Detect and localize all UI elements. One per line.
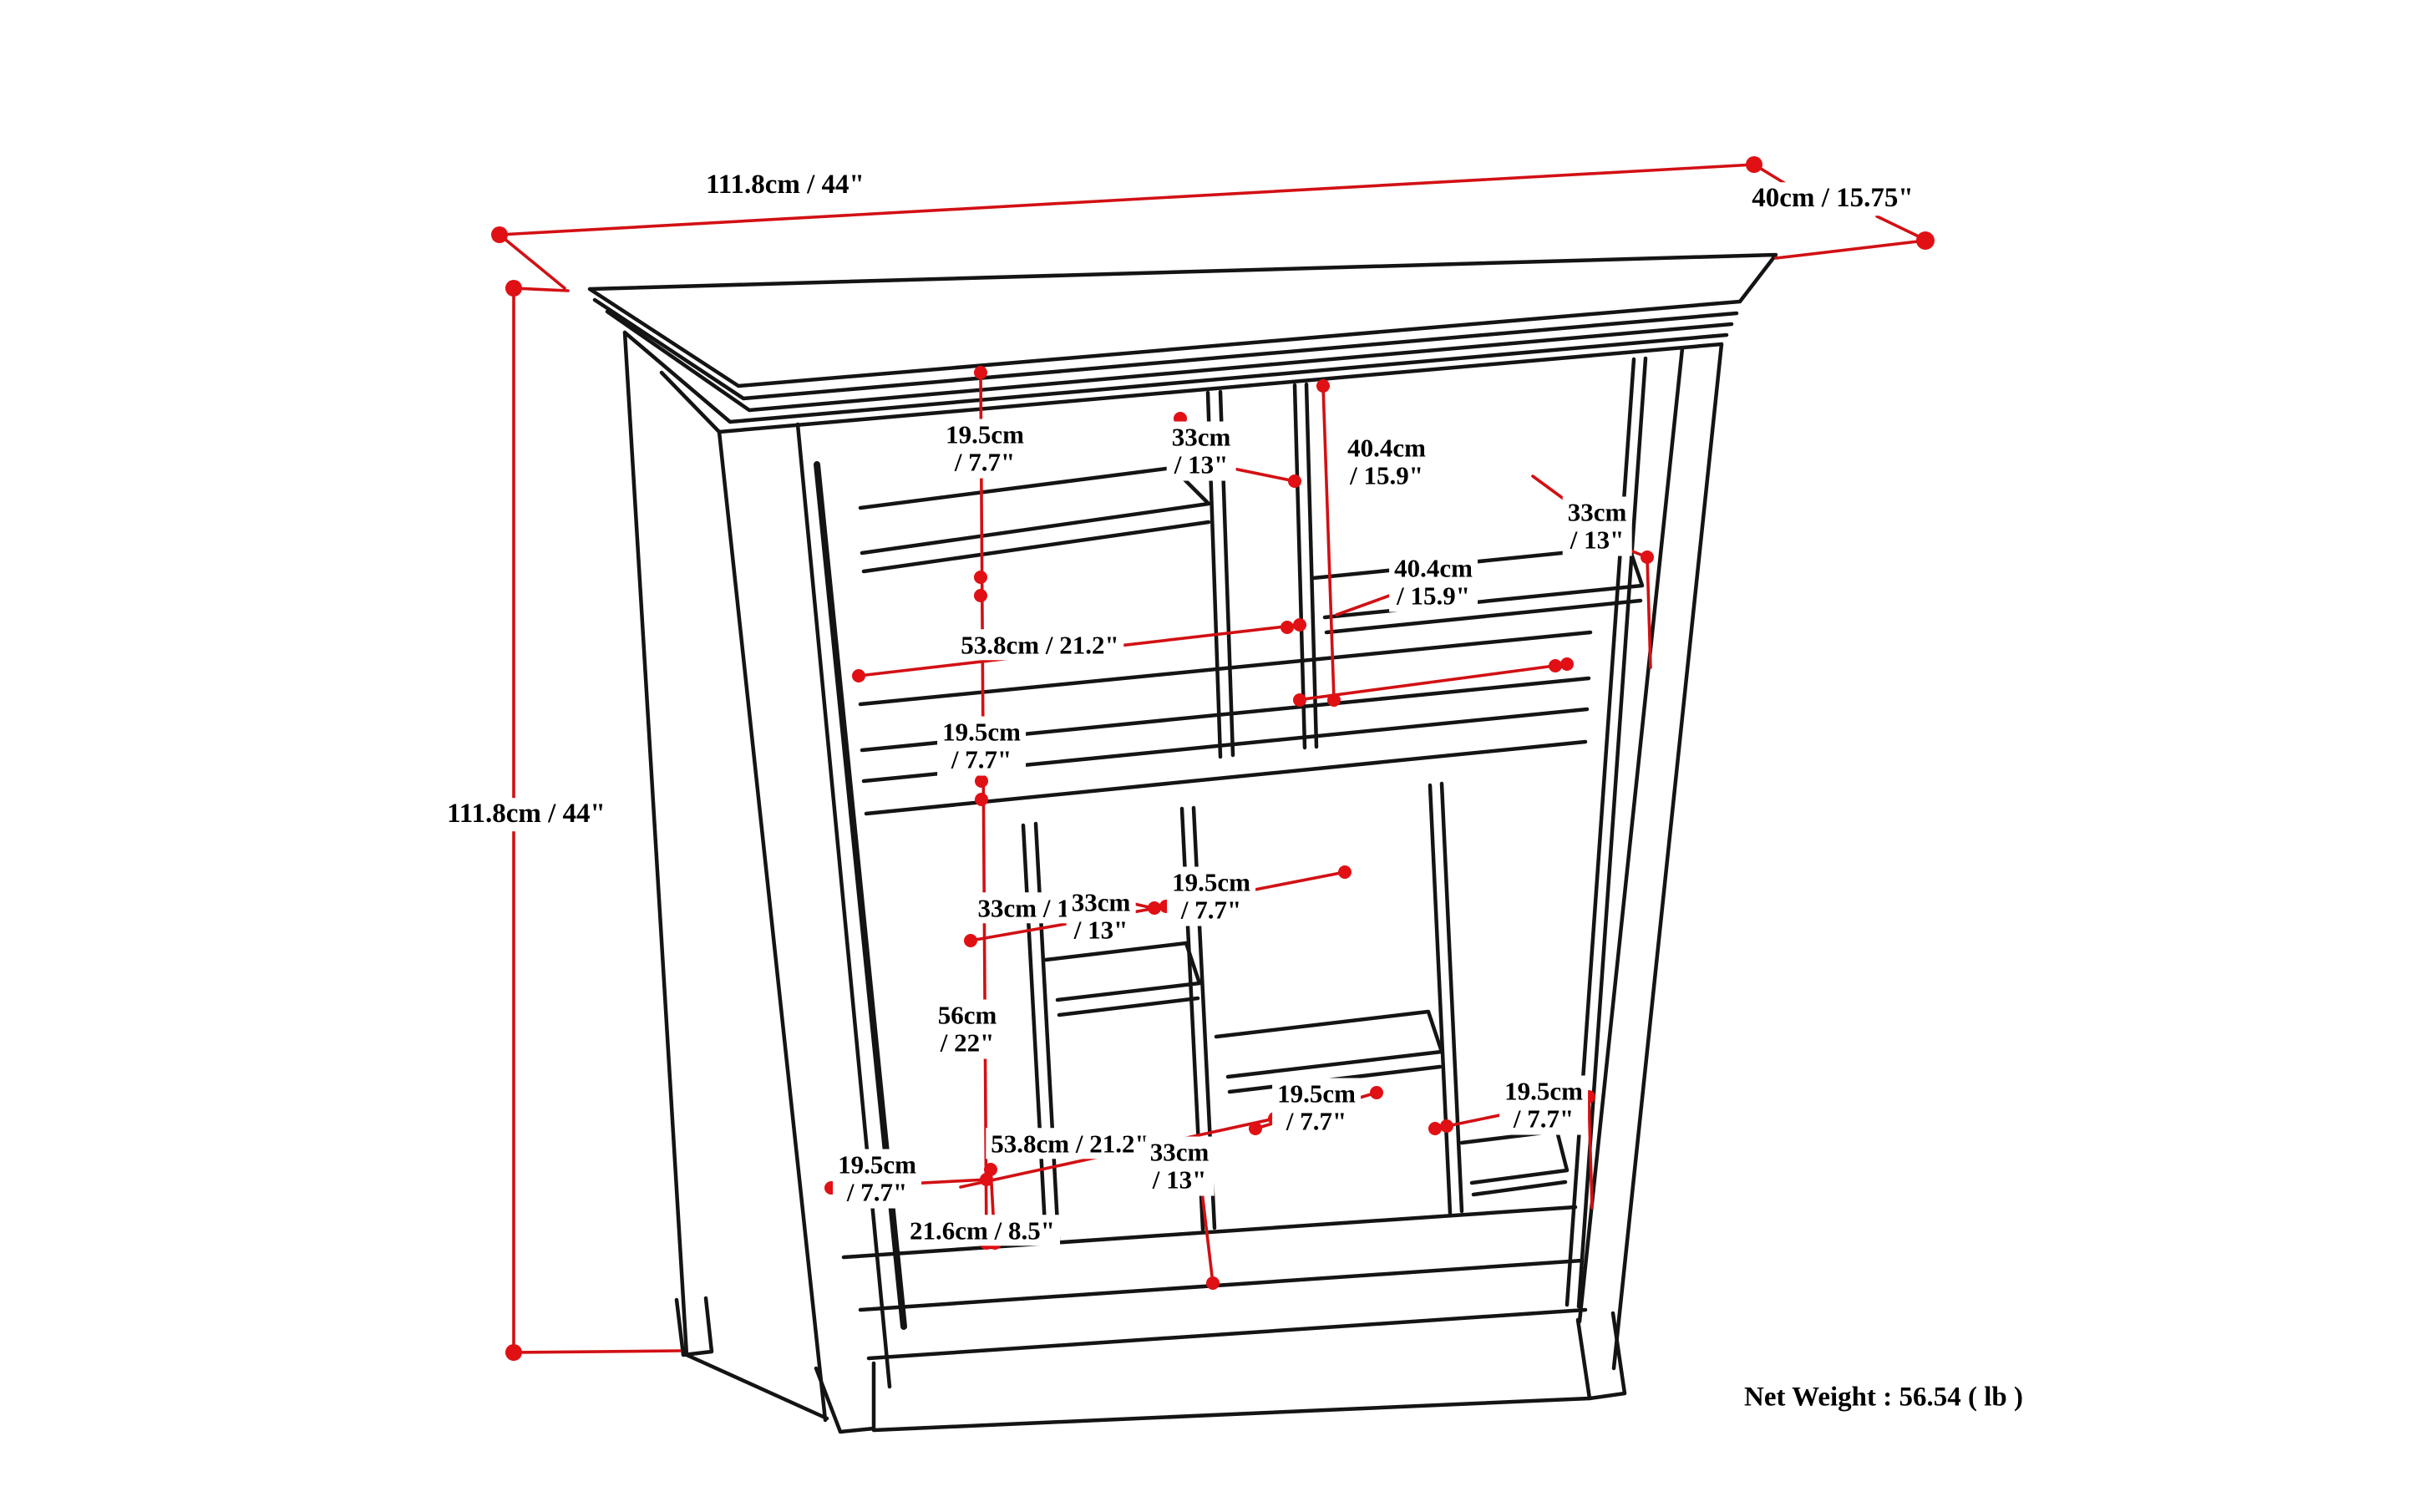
cabinet-drawing: [587, 252, 1778, 1434]
dimension-label-mid-cubby-h: 19.5cm / 7.7": [937, 716, 1026, 776]
left-foot: [814, 1361, 876, 1434]
top-panel: [587, 252, 1778, 401]
upper-right-vertical: [1321, 384, 1336, 702]
upper-divider-2: [1292, 382, 1319, 750]
bottom-right-mini-shelf: [1459, 1129, 1570, 1197]
right-foot: [1575, 1311, 1627, 1401]
dimension-label-upper-cubby-h: 19.5cm / 7.7": [941, 419, 1029, 479]
lower-divider-3: [1428, 781, 1464, 1215]
dimension-label-right-shelf-w: 33cm / 13": [1562, 496, 1632, 556]
upper-shelf: [858, 465, 1211, 574]
dimension-label-bottom-shelf-w: 33cm / 13": [1144, 1136, 1215, 1196]
depth-dimension-line: [1774, 215, 1927, 260]
crown-molding: [605, 309, 1734, 434]
width-dimension-line: [498, 163, 1786, 290]
left-vertical-dimension: [979, 371, 988, 1246]
lower-shelf-1: [1043, 941, 1202, 1017]
left-side-panel: [622, 330, 829, 1421]
dimension-label-right-cubby-h: 40.4cm / 15.9": [1389, 552, 1478, 612]
dimension-label-lowerright-h1: 19.5cm / 7.7": [1272, 1078, 1361, 1138]
dimension-label-left-height: 111.8cm / 44": [442, 798, 611, 831]
dimension-label-upper-wide-w: 53.8cm / 21.2": [956, 629, 1124, 661]
dimension-label-lower-shelf-w2: 33cm / 13": [1066, 886, 1136, 946]
dimension-label-bottom-right-h: 19.5cm / 7.7": [1499, 1075, 1588, 1135]
right-stile: [1577, 342, 1724, 1371]
dimension-label-tall-cubby-h: 56cm / 22": [932, 999, 1002, 1059]
dimension-label-lower-mid-h: 19.5cm / 7.7": [1167, 866, 1255, 926]
net-weight-label: Net Weight : 56.54 ( lb ): [1744, 1382, 2023, 1413]
lower-divider-1: [1021, 821, 1061, 1244]
bottom-rails: [841, 1205, 1592, 1433]
dimension-label-top-depth: 40cm / 15.75": [1747, 182, 1919, 216]
left-stile: [717, 422, 892, 1423]
middle-shelf-band: [858, 630, 1593, 816]
upper-right-shelf: [1311, 544, 1645, 635]
bottom-shelf-leader: [1199, 1183, 1215, 1285]
dimension-label-bottom-wide-w: 53.8cm / 21.2": [986, 1128, 1154, 1159]
dimension-label-upper-right-h: 40.4cm / 15.9": [1342, 432, 1431, 492]
dimension-label-top-width: 111.8cm / 44": [701, 169, 870, 202]
dimension-label-upper-shelf-w: 33cm / 13": [1166, 421, 1236, 481]
dimension-label-bottom-left-h: 19.5cm / 7.7": [833, 1149, 921, 1209]
dimension-label-bottom-cubby-h: 21.6cm / 8.5": [905, 1215, 1060, 1246]
lower-shelf-2: [1214, 1009, 1444, 1094]
right-baseline: [1296, 662, 1569, 702]
